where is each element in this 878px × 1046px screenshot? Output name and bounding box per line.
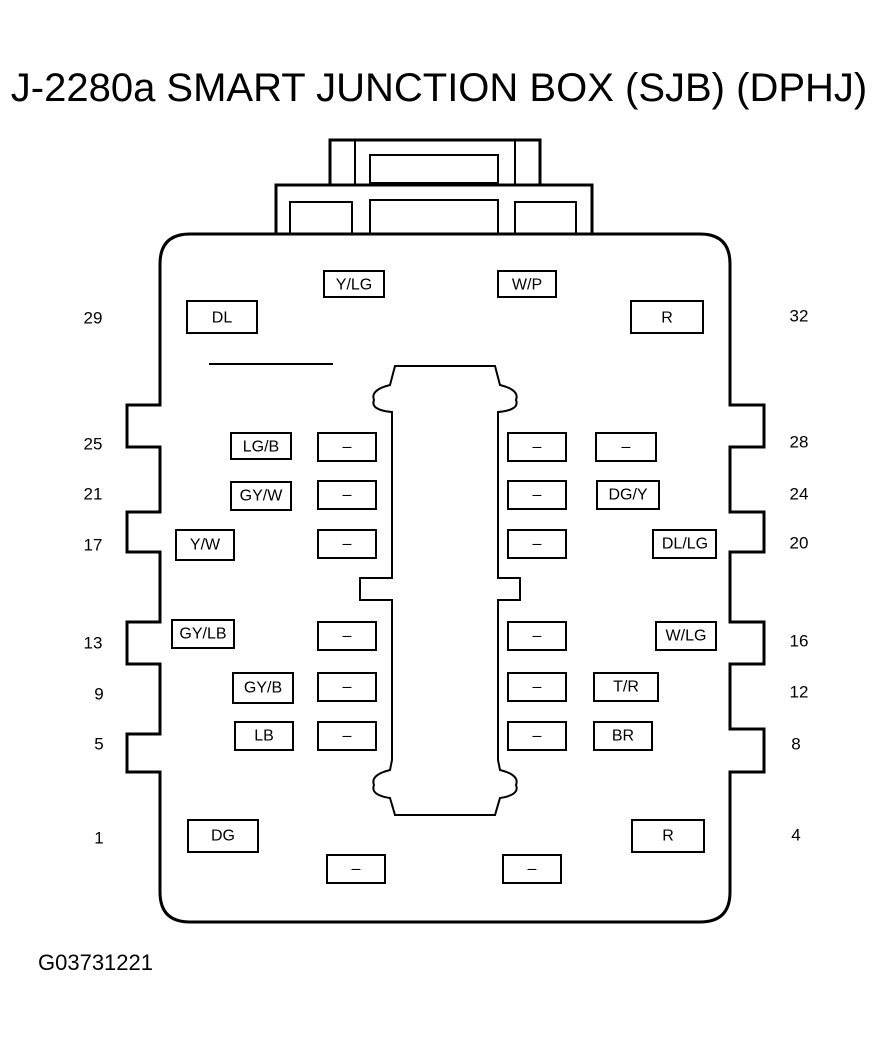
wire-label: DG <box>211 828 235 845</box>
box-c13r <box>507 621 567 651</box>
pin-number: 5 <box>94 735 103 754</box>
box-9 <box>232 672 294 704</box>
wire-label: W/P <box>512 277 542 294</box>
center-key <box>359 365 521 816</box>
pin-number: 24 <box>790 485 809 504</box>
latch-rail <box>354 140 516 185</box>
box-12 <box>593 672 659 702</box>
latch-window <box>369 154 499 184</box>
box-c5r <box>507 721 567 751</box>
box-c25r <box>507 432 567 462</box>
connector-latch <box>328 138 542 185</box>
wire-label: Y/W <box>190 537 221 554</box>
box-c21l <box>317 480 377 510</box>
box-1 <box>187 819 259 853</box>
box-c9r <box>507 672 567 702</box>
wire-label: – <box>352 861 361 878</box>
box-bot-r <box>502 854 562 884</box>
wire-label: – <box>343 439 352 456</box>
box-25 <box>230 432 292 460</box>
wire-label: W/LG <box>666 628 707 645</box>
pin-number: 25 <box>84 435 103 454</box>
wire-label: DL/LG <box>662 536 708 553</box>
wire-label: GY/W <box>240 488 284 505</box>
wire-label: BR <box>612 728 634 745</box>
wire-label: – <box>343 679 352 696</box>
wire-label: – <box>343 628 352 645</box>
box-4 <box>631 819 705 853</box>
pin-number: 9 <box>94 685 103 704</box>
box-28 <box>595 432 657 462</box>
pin-number: 17 <box>84 536 103 555</box>
pin-number: 20 <box>790 534 809 553</box>
wire-label: DG/Y <box>608 487 647 504</box>
figure-id: G03731221 <box>38 950 153 975</box>
box-32 <box>630 300 704 334</box>
box-c9l <box>317 672 377 702</box>
wire-label: R <box>662 828 674 845</box>
header-slots <box>289 199 577 235</box>
box-top-yl <box>323 270 385 298</box>
wire-label: DL <box>212 310 233 327</box>
box-c5l <box>317 721 377 751</box>
pin-number: 4 <box>791 826 800 845</box>
pin-number: 13 <box>84 634 103 653</box>
pin-number: 29 <box>84 309 103 328</box>
wire-label: – <box>533 536 542 553</box>
box-8 <box>593 721 653 751</box>
box-c21r <box>507 480 567 510</box>
wire-label: LG/B <box>243 439 279 456</box>
box-13 <box>171 619 235 649</box>
wire-label: LB <box>254 728 274 745</box>
wire-label: – <box>343 728 352 745</box>
wire-label: – <box>533 728 542 745</box>
wire-label: – <box>343 487 352 504</box>
box-c17l <box>317 529 377 559</box>
wire-label: GY/B <box>244 680 282 697</box>
box-c13l <box>317 621 377 651</box>
box-c25l <box>317 432 377 462</box>
wire-label: T/R <box>613 679 639 696</box>
wire-label: GY/LB <box>179 626 226 643</box>
box-17 <box>175 529 235 561</box>
box-bot-l <box>326 854 386 884</box>
wire-label: – <box>343 536 352 553</box>
wire-label: – <box>533 679 542 696</box>
box-24 <box>596 480 660 510</box>
box-29 <box>186 300 258 334</box>
box-c17r <box>507 529 567 559</box>
pin-number: 32 <box>790 307 809 326</box>
box-20 <box>652 529 717 559</box>
connector-header <box>274 183 594 235</box>
box-21 <box>230 481 292 511</box>
pin-number: 1 <box>94 829 103 848</box>
wire-label: Y/LG <box>336 277 372 294</box>
box-16 <box>655 621 717 651</box>
box-top-wp <box>497 270 557 298</box>
wire-label: – <box>533 628 542 645</box>
wire-label: – <box>533 439 542 456</box>
wire-label: R <box>661 310 673 327</box>
wire-label: – <box>528 861 537 878</box>
pin-number: 21 <box>84 485 103 504</box>
diagram-title: J-2280a SMART JUNCTION BOX (SJB) (DPHJ) <box>10 66 868 110</box>
pin-number: 12 <box>790 683 809 702</box>
wire-label: – <box>533 487 542 504</box>
box-5 <box>234 721 294 751</box>
wire-label: – <box>622 439 631 456</box>
connector-body <box>125 232 766 924</box>
pin-number: 28 <box>790 433 809 452</box>
pin-number: 16 <box>790 632 809 651</box>
pin-number: 8 <box>791 735 800 754</box>
